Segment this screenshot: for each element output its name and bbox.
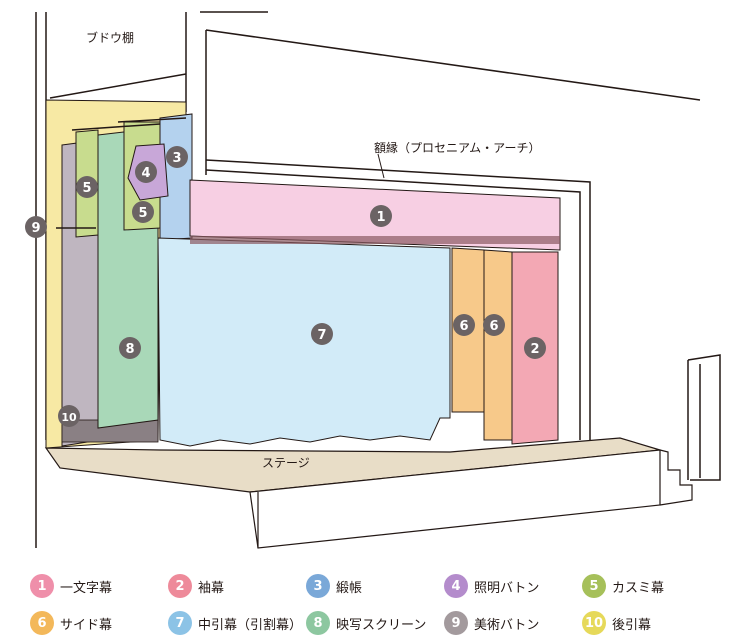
svg-text:8: 8 [125, 342, 134, 357]
marker-2: 2 [524, 337, 546, 359]
label-grid: ブドウ棚 [86, 30, 134, 45]
legend-text-3: 緞帳 [336, 580, 363, 596]
marker-1: 1 [370, 205, 392, 227]
legend-item-1: 1 一文字幕 [30, 573, 168, 599]
legend-item-6: 6 サイド幕 [30, 610, 168, 636]
legend-item-7: 7 中引幕（引割幕） [168, 610, 306, 636]
svg-text:2: 2 [530, 342, 539, 357]
svg-text:6: 6 [459, 319, 468, 334]
legend-item-10: 10 後引幕 [582, 610, 720, 636]
marker-5a: 5 [76, 176, 98, 198]
marker-6b: 6 [483, 314, 505, 336]
marker-4: 4 [135, 161, 157, 183]
legend-text-1: 一文字幕 [60, 580, 113, 596]
marker-7: 7 [311, 323, 333, 345]
legend-badge-7: 7 [168, 611, 192, 635]
svg-text:5: 5 [82, 181, 91, 196]
legend-item-4: 4 照明バトン [444, 573, 582, 599]
legend-badge-2: 2 [168, 574, 192, 598]
legend-item-8: 8 映写スクリーン [306, 610, 444, 636]
svg-text:1: 1 [376, 210, 385, 225]
legend-text-9: 美術バトン [474, 617, 540, 633]
svg-text:6: 6 [489, 319, 498, 334]
legend-badge-4: 4 [444, 574, 468, 598]
legend-item-9: 9 美術バトン [444, 610, 582, 636]
marker-3: 3 [166, 146, 188, 168]
legend-text-5: カスミ幕 [612, 580, 665, 596]
legend-item-3: 3 緞帳 [306, 573, 444, 599]
legend-badge-1: 1 [30, 574, 54, 598]
marker-10: 10 [58, 405, 80, 427]
mid-curtain [157, 237, 451, 447]
legend-text-10: 後引幕 [612, 617, 652, 633]
legend: 1 一文字幕 2 袖幕 3 緞帳 4 照明バトン 5 カスミ幕 6 サイド幕 7 中引幕（引割… [30, 573, 720, 637]
legend-badge-10: 10 [582, 611, 606, 635]
label-stage: ステージ [262, 456, 310, 470]
legend-text-4: 照明バトン [474, 580, 540, 596]
proscenium-leader [377, 153, 385, 179]
svg-text:9: 9 [31, 221, 40, 236]
svg-text:10: 10 [61, 411, 77, 424]
legend-text-8: 映写スクリーン [336, 617, 427, 633]
marker-5b: 5 [132, 201, 154, 223]
marker-6a: 6 [453, 314, 475, 336]
marker-8: 8 [119, 337, 141, 359]
legend-item-5: 5 カスミ幕 [582, 573, 720, 599]
teaser-fringe [190, 236, 560, 244]
building-outline [35, 11, 721, 548]
stage-floor [44, 437, 661, 493]
legend-badge-3: 3 [306, 574, 330, 598]
stage-front [249, 449, 693, 549]
legend-badge-8: 8 [306, 611, 330, 635]
svg-text:3: 3 [172, 151, 181, 166]
legend-badge-9: 9 [444, 611, 468, 635]
legend-text-6: サイド幕 [60, 617, 113, 633]
svg-text:4: 4 [141, 166, 150, 181]
svg-text:7: 7 [317, 328, 326, 343]
legend-text-7: 中引幕（引割幕） [198, 617, 303, 633]
side-curtain-b [483, 249, 513, 441]
svg-text:5: 5 [138, 206, 147, 221]
legend-text-2: 袖幕 [198, 580, 225, 596]
batten-rods [49, 73, 187, 229]
legend-item-2: 2 袖幕 [168, 573, 306, 599]
legend-badge-6: 6 [30, 611, 54, 635]
legend-badge-5: 5 [582, 574, 606, 598]
stage-diagram: ブドウ棚 額縁（プロセニアム・アーチ） ステージ 1 2 3 4 5 5 6 6… [25, 11, 721, 549]
marker-9: 9 [25, 216, 47, 238]
label-proscenium: 額縁（プロセニアム・アーチ） [374, 140, 540, 155]
